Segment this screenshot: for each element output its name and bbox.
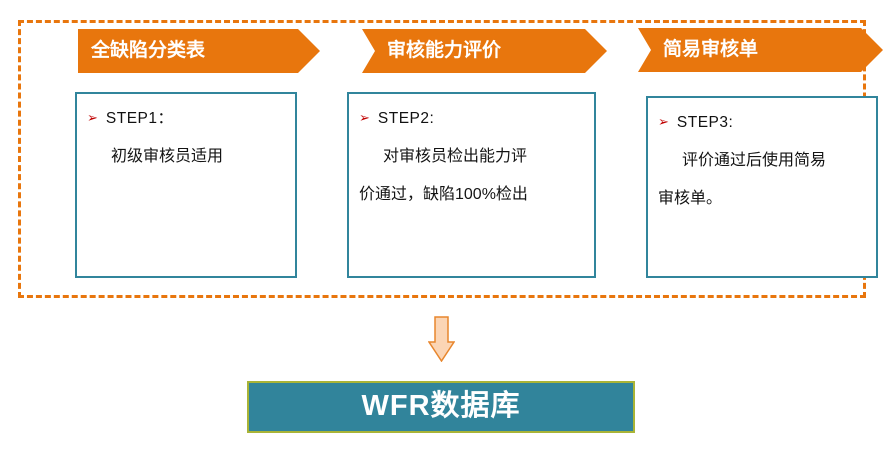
step2-banner: 审核能力评价: [362, 29, 607, 73]
step3-banner: 简易审核单: [638, 28, 883, 72]
step2-label: STEP2:: [377, 110, 435, 127]
wfr-database-box: WFR数据库: [247, 381, 635, 433]
step2-banner-label: 审核能力评价: [387, 40, 502, 61]
step2-description-line: 对审核员检出能力评: [383, 148, 528, 165]
step3-description-line2: 审核单。: [658, 190, 723, 207]
arrow-bullet-icon: ➢: [658, 114, 669, 129]
step3-heading: ➢ STEP3:: [658, 103, 866, 142]
down-arrow-icon: [428, 316, 455, 362]
step1-box: ➢ STEP1： 初级审核员适用: [75, 92, 297, 278]
arrow-bullet-icon: ➢: [87, 110, 98, 125]
step3-banner-label: 简易审核单: [663, 39, 759, 60]
wfr-database-label: WFR数据库: [361, 390, 521, 422]
arrow-bullet-icon: ➢: [359, 110, 370, 125]
step1-label: STEP1：: [105, 110, 174, 127]
step3-label: STEP3:: [676, 114, 734, 131]
step2-box: ➢ STEP2: 对审核员检出能力评 价通过，缺陷100%检出: [347, 92, 596, 278]
step3-description-line: 评价通过后使用简易: [682, 152, 827, 169]
step2-description-line2: 价通过，缺陷100%检出: [359, 186, 528, 203]
step1-description-line: 初级审核员适用: [111, 148, 224, 165]
step3-box: ➢ STEP3: 评价通过后使用简易 审核单。: [646, 96, 878, 278]
step2-heading: ➢ STEP2:: [359, 99, 584, 138]
step1-banner-label: 全缺陷分类表: [91, 40, 206, 61]
step1-heading: ➢ STEP1：: [87, 99, 285, 138]
step1-banner: 全缺陷分类表: [78, 29, 320, 73]
